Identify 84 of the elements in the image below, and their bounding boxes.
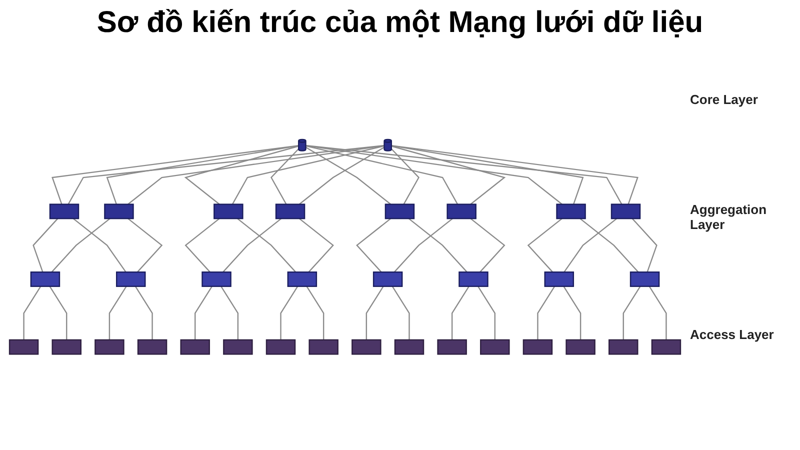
connector: [52, 145, 299, 205]
node-box: [287, 272, 318, 288]
layer-label: Core Layer: [690, 92, 759, 107]
connector: [280, 286, 298, 340]
connector: [648, 286, 667, 340]
connector: [356, 218, 392, 273]
connector: [408, 218, 468, 273]
connector: [632, 218, 658, 272]
connector: [391, 145, 638, 205]
node-box: [104, 204, 134, 220]
connector: [563, 286, 582, 340]
connector: [306, 145, 562, 205]
connector: [391, 145, 584, 205]
node-box: [608, 339, 638, 355]
connector: [394, 218, 453, 273]
node-box: [394, 339, 424, 355]
connector: [470, 218, 506, 273]
connector: [298, 218, 334, 273]
node-box: [522, 339, 553, 355]
connector: [49, 286, 68, 340]
connector: [622, 286, 641, 340]
connector: [366, 286, 384, 340]
connector: [306, 145, 622, 205]
node-box: [8, 339, 39, 355]
node-box: [352, 339, 382, 355]
connector: [184, 146, 299, 205]
node-box: [458, 272, 488, 288]
node-cylinder: [298, 139, 306, 152]
node-box: [446, 204, 476, 220]
node-box: [137, 339, 168, 355]
connector: [451, 286, 470, 340]
node-box: [437, 339, 467, 355]
connector: [184, 218, 220, 273]
node-box: [94, 339, 124, 355]
connector: [306, 146, 458, 205]
layer-label: Aggregation Layer: [690, 202, 768, 232]
node-box: [308, 339, 338, 355]
connector: [72, 218, 126, 273]
connector: [222, 218, 282, 273]
node-box: [480, 339, 510, 355]
connector: [220, 286, 239, 340]
node-box: [223, 339, 253, 355]
connector: [232, 146, 384, 205]
connector: [68, 145, 384, 205]
node-box: [202, 272, 232, 288]
node-box: [180, 339, 210, 355]
connector: [128, 218, 163, 273]
connector: [237, 218, 296, 273]
node-box: [566, 339, 596, 355]
node-box: [30, 272, 60, 288]
connector: [23, 286, 42, 340]
layer-label: Access Layer: [690, 327, 775, 342]
node-box: [630, 272, 660, 288]
connector: [391, 146, 506, 205]
connector: [527, 218, 562, 273]
connector: [477, 286, 496, 340]
connector: [580, 218, 639, 273]
node-box: [214, 204, 244, 220]
connector: [564, 218, 618, 273]
connector: [32, 218, 58, 272]
node-box: [49, 204, 80, 220]
node-box: [556, 204, 586, 220]
diagram-title: Sơ đồ kiến trúc của một Mạng lưới dữ liệu: [96, 6, 704, 40]
node-box: [651, 339, 682, 355]
connector: [128, 145, 384, 205]
node-box: [384, 204, 415, 220]
node-box: [610, 204, 641, 220]
node-cylinder: [384, 139, 392, 152]
connector: [270, 148, 300, 205]
connector: [392, 286, 410, 340]
connector: [108, 286, 127, 340]
connector: [390, 148, 420, 205]
node-box: [266, 339, 296, 355]
connector: [194, 286, 213, 340]
node-box: [275, 204, 306, 220]
connector: [51, 218, 110, 273]
node-box: [544, 272, 574, 288]
connector: [306, 286, 324, 340]
node-box: [116, 272, 146, 288]
connector: [134, 286, 153, 340]
connector: [537, 286, 556, 340]
connector: [106, 145, 299, 205]
node-box: [52, 339, 82, 355]
node-box: [372, 272, 403, 288]
